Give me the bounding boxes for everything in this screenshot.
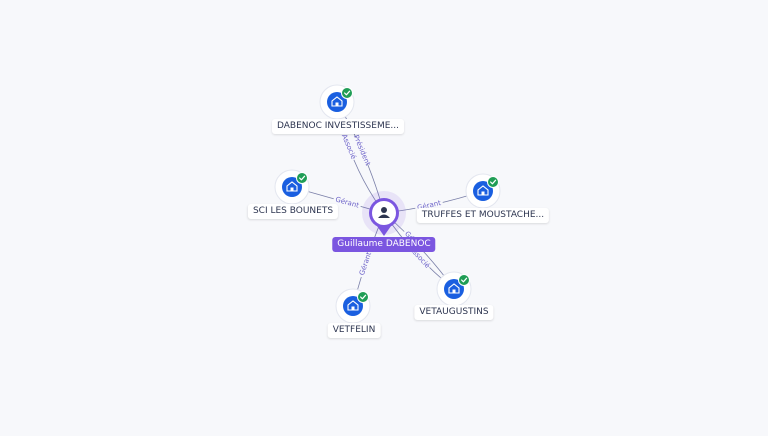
node-label-truffes[interactable]: TRUFFES ET MOUSTACHE...: [416, 208, 550, 223]
verified-check-icon: [296, 172, 308, 184]
node-sci[interactable]: [274, 169, 310, 205]
node-vetaugustins[interactable]: [436, 271, 472, 307]
edge-label-sci: Gérant: [335, 195, 361, 209]
node-disc: [327, 92, 347, 112]
center-label[interactable]: Guillaume DABENOC: [332, 237, 436, 252]
person-icon: [378, 207, 390, 218]
nodes-layer: [274, 84, 501, 324]
building-icon: [286, 181, 298, 192]
building-icon: [331, 96, 343, 107]
node-dabenoc[interactable]: [319, 84, 355, 120]
verified-check-icon: [341, 87, 353, 99]
edge-label-bg: [339, 132, 358, 162]
building-icon: [477, 185, 489, 196]
verified-check-icon: [357, 291, 369, 303]
node-vetfelin[interactable]: [335, 288, 371, 324]
node-truffes[interactable]: [465, 173, 501, 209]
center-node[interactable]: [362, 191, 406, 236]
center-pin-tip: [377, 226, 391, 236]
node-disc: [343, 296, 363, 316]
building-icon: [347, 300, 359, 311]
edge-label-vetfelin: Gérant: [358, 251, 373, 277]
building-icon: [448, 283, 460, 294]
edge-label-bg: [352, 135, 371, 165]
edge-label-bg: [357, 249, 374, 279]
node-disc: [282, 177, 302, 197]
node-label-vetaugustins[interactable]: VETAUGUSTINS: [414, 305, 494, 320]
verified-check-icon: [458, 274, 470, 286]
node-label-sci[interactable]: SCI LES BOUNETS: [247, 204, 339, 219]
node-label-vetfelin[interactable]: VETFELIN: [327, 323, 381, 338]
node-disc: [473, 181, 493, 201]
verified-check-icon: [487, 176, 499, 188]
node-label-dabenoc[interactable]: DABENOC INVESTISSEME...: [272, 119, 404, 134]
edge-label-bg: [332, 194, 362, 211]
node-disc: [444, 279, 464, 299]
